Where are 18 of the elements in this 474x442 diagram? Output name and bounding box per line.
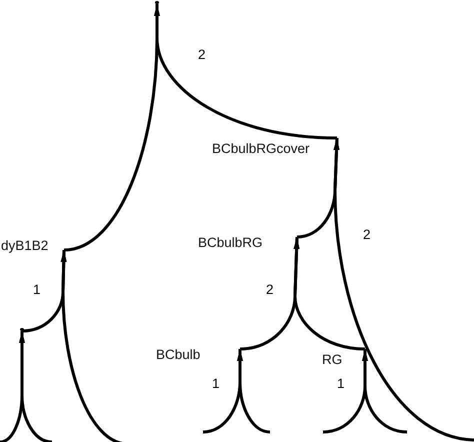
arrow (19, 331, 52, 442)
edge-label: 2 (197, 47, 207, 62)
edge-label: 1 (32, 282, 42, 297)
edge-label: 1 (211, 376, 221, 391)
point-marker (155, 1, 159, 4)
edge-label: 2 (265, 282, 275, 297)
arrow (154, 4, 338, 140)
node-label: dyB1B2 (1, 236, 64, 266)
edge-label: 1 (336, 376, 346, 391)
arrow (334, 138, 474, 442)
node-label: BCbulbRG (198, 228, 297, 258)
arrow (237, 349, 270, 434)
node-label: BCbulbRGcover (212, 129, 337, 159)
edge-label: 2 (362, 227, 372, 242)
point-marker (20, 328, 24, 331)
node-label: BCbulb (156, 339, 240, 369)
arrow (294, 236, 366, 350)
node-label: RG (322, 339, 365, 369)
